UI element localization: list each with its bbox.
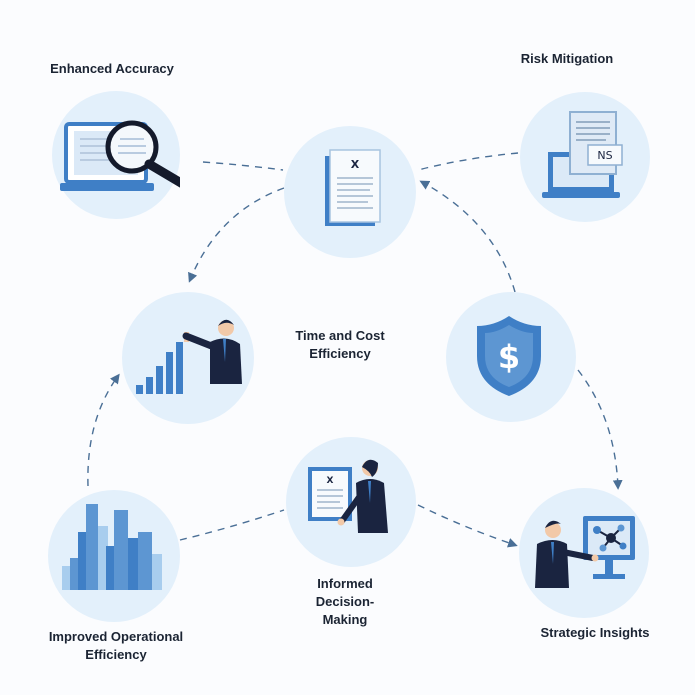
label-risk-mitigation: Risk Mitigation	[520, 51, 614, 66]
strategic-insights-node	[519, 488, 649, 618]
svg-text:X: X	[327, 476, 334, 486]
connector-operational-to-time-cost	[87, 373, 120, 487]
city-bars-icon	[62, 504, 162, 590]
connector-shield-to-strategic	[577, 369, 623, 490]
document-mark: X	[351, 158, 360, 171]
svg-text:$: $	[498, 338, 520, 376]
label-enhanced-accuracy: Enhanced Accuracy	[50, 61, 174, 76]
dollar-shield-node: $	[446, 292, 576, 422]
connector-document-to-time-cost	[188, 187, 285, 283]
connector-accuracy-to-document	[202, 161, 284, 171]
operational-efficiency-node	[48, 490, 180, 622]
label-strategic-insights: Strategic Insights	[540, 625, 650, 640]
time-cost-node	[122, 292, 254, 424]
connector-operational-to-informed	[179, 509, 285, 541]
document-node: X	[284, 126, 416, 258]
connector-risk-to-document	[417, 152, 519, 171]
document-on-laptop-icon: NS	[542, 111, 623, 198]
dollar-shield-icon: $	[477, 316, 541, 396]
magnifier-laptop-icon	[60, 120, 180, 191]
informed-decision-node: X	[286, 437, 416, 567]
bar-chart-person-icon	[136, 319, 242, 394]
risk-mitigation-node: NS	[520, 92, 650, 222]
document-icon: X	[325, 149, 381, 226]
label-informed-decision-making: Informed Decision- Making	[315, 576, 375, 627]
monitor-network-person-icon	[535, 516, 635, 588]
document-presenter-icon: X	[308, 459, 388, 533]
label-time-cost-efficiency: Time and Cost Efficiency	[295, 328, 385, 361]
label-improved-operational-efficiency: Improved Operational Efficiency	[48, 629, 184, 662]
risk-document-text: NS	[597, 149, 612, 162]
connector-shield-to-document	[419, 180, 516, 293]
enhanced-accuracy-node	[52, 91, 180, 219]
connector-informed-to-strategic	[417, 504, 518, 548]
